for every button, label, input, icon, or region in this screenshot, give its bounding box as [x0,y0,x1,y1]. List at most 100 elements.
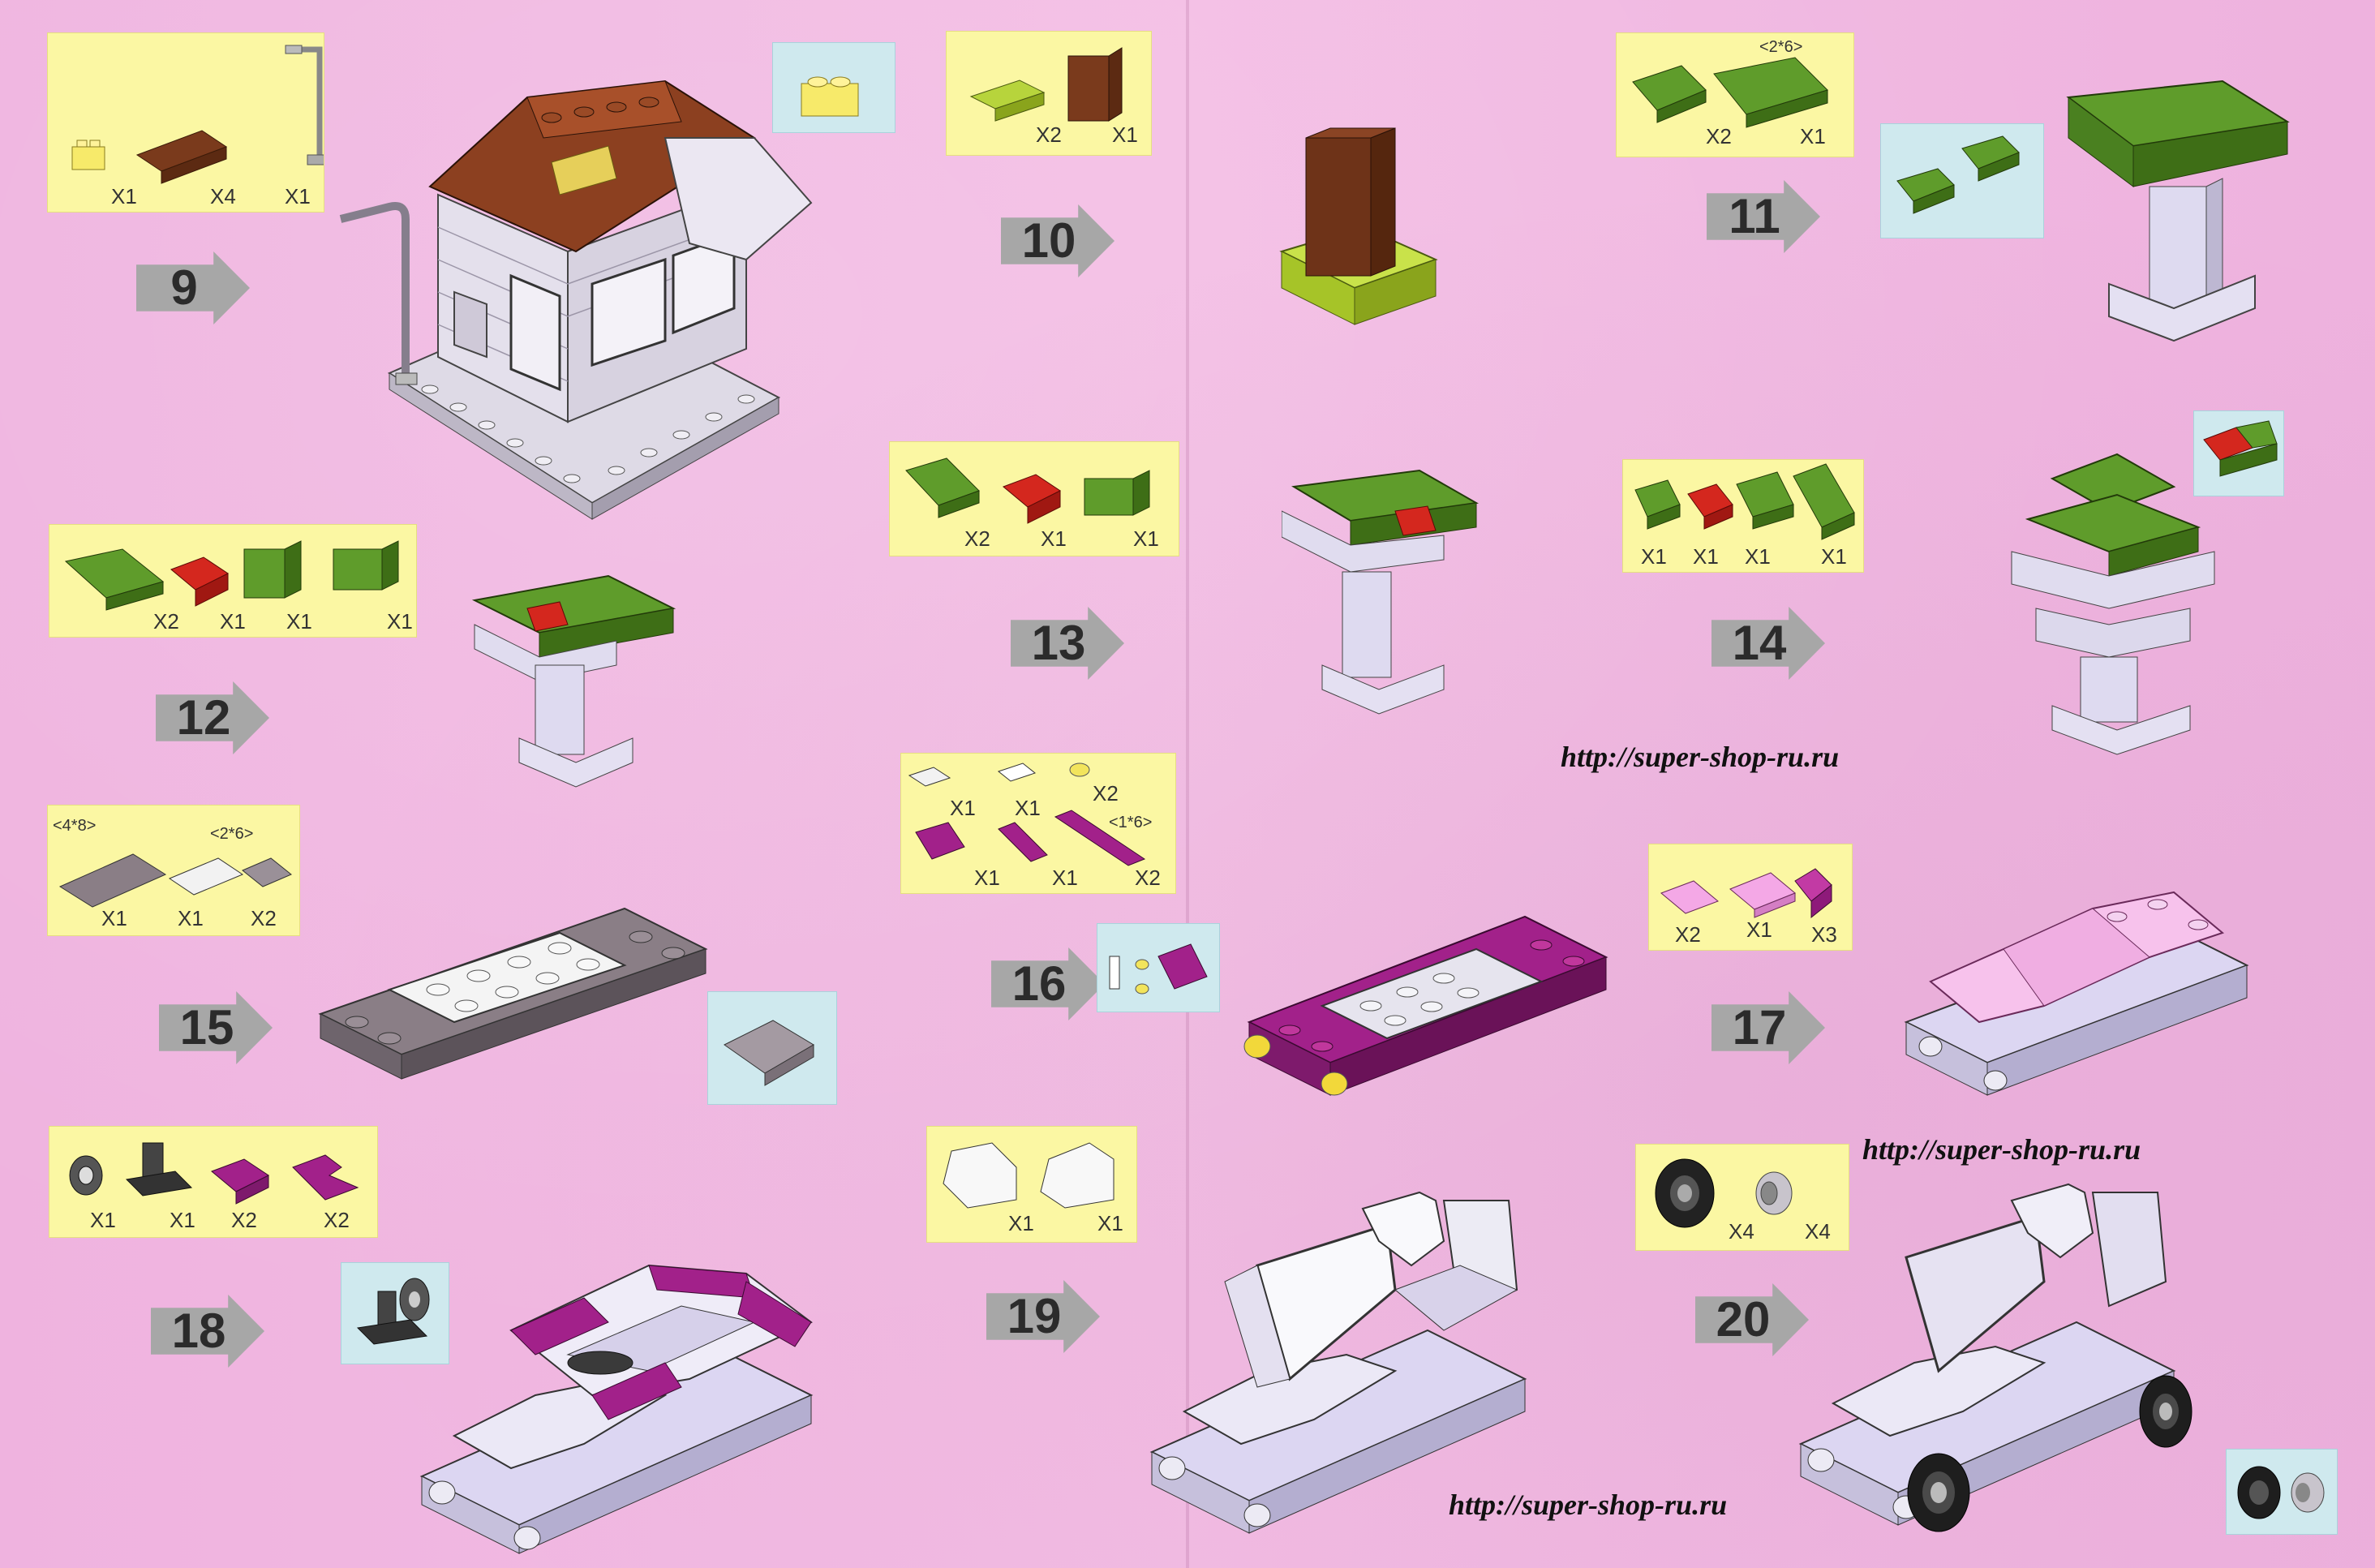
step-9-number: 9 [170,260,198,315]
step-16-qty-5: X1 [1052,866,1078,890]
step-18-qty-4: X2 [324,1208,350,1232]
step-10-number: 10 [1021,213,1076,268]
step-15-qty-2: X1 [178,906,204,930]
step-12-qty-4: X1 [387,609,413,634]
step-11-arrow: 11 [1707,180,1820,253]
step-15-qty-1: X1 [101,906,127,930]
step-18-qty-3: X2 [231,1208,257,1232]
step-19-parts-panel: X1 X1 [926,1126,1137,1243]
step-11-dimension: <2*6> [1759,38,1803,56]
step-12-model [471,574,676,788]
step-9-parts-panel: X1 X4 X1 [47,32,324,213]
step-16-qty-4: X1 [974,866,1000,890]
step-17-parts-panel: X2 X1 X3 [1648,844,1853,951]
step-12-number: 12 [176,690,231,745]
step-9-house-model [339,79,813,520]
step-15-callout [707,991,837,1105]
watermark-url: http://super-shop-ru.ru [1449,1489,1728,1521]
watermark-url: http://super-shop-ru.ru [1862,1133,2141,1166]
step-18-callout [341,1262,449,1364]
step-9-qty-1: X1 [111,184,137,208]
page-fold [1186,0,1189,1568]
step-14-arrow: 14 [1711,607,1825,680]
step-18-arrow: 18 [151,1295,264,1368]
step-14-callout [2193,410,2284,496]
step-15-model [318,907,708,1080]
step-12-qty-3: X1 [286,609,312,634]
step-16-qty-1: X1 [950,796,976,820]
step-12-qty-1: X2 [153,609,179,634]
step-14-parts-panel: X1 X1 X1 X1 [1622,459,1864,573]
step-18-qty-1: X1 [90,1208,116,1232]
step-19-qty-2: X1 [1097,1211,1123,1235]
step-9-callout [772,42,895,133]
step-15-parts-panel: <4*8> <2*6> X1 X1 X2 [47,805,300,936]
step-10-model [1279,127,1438,325]
step-10-arrow: 10 [1001,204,1114,277]
step-14-number: 14 [1732,616,1787,670]
step-16-parts-panel: X1 X1 X2 <1*6> X1 X1 X2 [900,753,1176,894]
step-19-qty-1: X1 [1008,1211,1034,1235]
step-14-qty-3: X1 [1745,544,1771,569]
step-20-number: 20 [1716,1292,1771,1347]
step-13-qty-2: X1 [1041,526,1067,551]
step-20-model [1798,1183,2192,1532]
step-9-parts-icons [71,45,324,184]
step-20-arrow: 20 [1695,1283,1809,1356]
step-14-qty-4: X1 [1821,544,1847,569]
step-10-qty-2: X1 [1112,122,1138,147]
step-15-number: 15 [179,1000,234,1055]
step-11-qty-2: X1 [1800,124,1826,148]
step-14-qty-1: X1 [1641,544,1667,569]
step-16-qty-6: X2 [1135,866,1161,890]
step-12-arrow: 12 [156,681,269,754]
step-13-model [1282,469,1480,715]
step-12-qty-2: X1 [220,609,246,634]
step-11-model [2066,79,2290,342]
step-12-parts-panel: X2 X1 X1 X1 [49,524,417,638]
step-16-dimension: <1*6> [1109,814,1153,831]
step-13-qty-3: X1 [1133,526,1159,551]
step-18-model [419,1264,814,1554]
step-19-number: 19 [1007,1289,1062,1343]
step-18-qty-2: X1 [170,1208,195,1232]
step-16-arrow: 16 [991,947,1105,1020]
step-13-number: 13 [1031,616,1086,670]
step-16-qty-3: X2 [1093,781,1119,805]
step-11-number: 11 [1729,189,1780,243]
step-20-qty-1: X4 [1729,1219,1754,1244]
step-19-model [1149,1191,1527,1534]
step-13-qty-1: X2 [964,526,990,551]
step-16-callout [1097,923,1220,1012]
step-14-qty-2: X1 [1693,544,1719,569]
step-20-callout [2226,1449,2338,1535]
step-16-model [1243,915,1608,1096]
watermark-url: http://super-shop-ru.ru [1561,741,1840,773]
step-10-parts-panel: X2 X1 [946,31,1152,156]
step-17-number: 17 [1732,1000,1787,1055]
step-18-number: 18 [171,1304,226,1358]
step-13-arrow: 13 [1011,607,1124,680]
step-17-model [1904,891,2249,1096]
step-16-qty-2: X1 [1015,796,1041,820]
step-18-parts-panel: X1 X1 X2 X2 [49,1126,378,1238]
step-9-qty-3: X1 [285,184,311,208]
step-17-qty-3: X3 [1811,922,1837,947]
step-11-qty-1: X2 [1706,124,1732,148]
step-13-parts-panel: X2 X1 X1 [889,441,1179,556]
step-10-qty-1: X2 [1036,122,1062,147]
step-17-arrow: 17 [1711,991,1825,1064]
step-9-qty-2: X4 [210,184,236,208]
step-20-qty-2: X4 [1805,1219,1831,1244]
step-15-dimension-1: <4*8> [53,817,97,835]
step-11-parts-panel: <2*6> X2 X1 [1616,32,1854,157]
step-15-dimension-2: <2*6> [210,825,254,843]
step-14-model [2011,453,2215,755]
step-11-callout [1880,123,2044,238]
step-15-arrow: 15 [159,991,273,1064]
step-16-number: 16 [1011,956,1067,1011]
step-17-qty-1: X2 [1675,922,1701,947]
step-15-qty-3: X2 [251,906,277,930]
step-20-parts-panel: X4 X4 [1635,1144,1849,1251]
